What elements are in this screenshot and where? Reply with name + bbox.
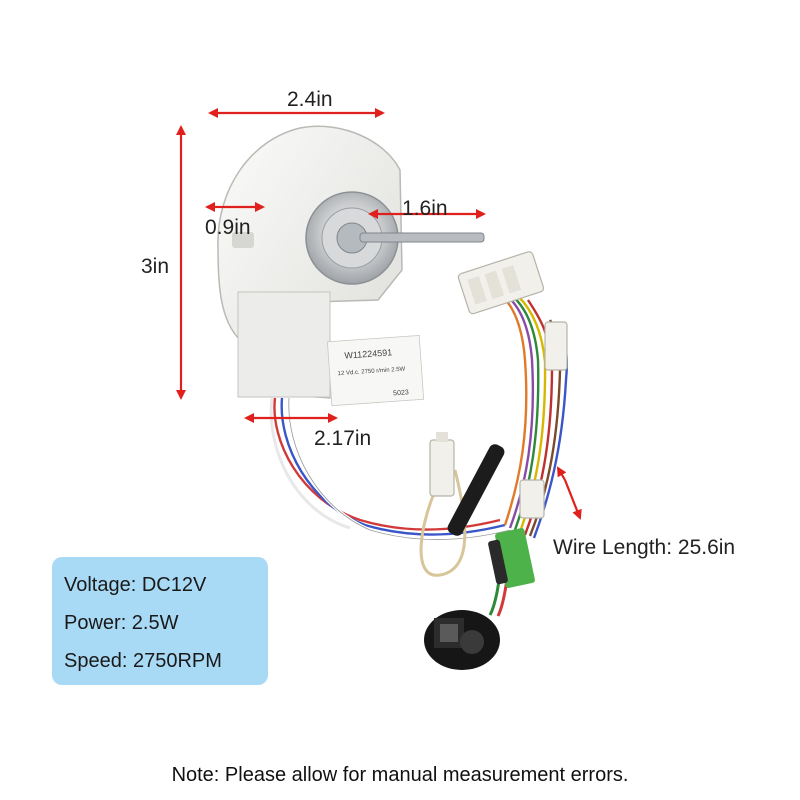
- spec-panel: Voltage: DC12V Power: 2.5W Speed: 2750RP…: [52, 557, 268, 685]
- dimension-arrows: [176, 108, 582, 520]
- motor-label-sticker: W11224591 12 Vd.c. 2750 r/min 2.5W 5023: [326, 334, 425, 407]
- wire-length-label: Wire Length: 25.6in: [553, 536, 736, 559]
- height-label: 3in: [141, 255, 170, 278]
- shaft-length-label: 1.6in: [402, 197, 448, 220]
- small-connector-right: [519, 479, 545, 519]
- speed-spec: Speed: 2750RPM: [64, 650, 222, 672]
- motor-part-number: W11224591: [344, 347, 392, 360]
- small-connector-left: [429, 432, 455, 497]
- power-spec: Power: 2.5W: [64, 612, 179, 634]
- voltage-spec: Voltage: DC12V: [64, 574, 207, 596]
- motor-code: 5023: [393, 389, 409, 397]
- main-connector: [457, 251, 545, 315]
- heat-shrink-sleeve: [447, 444, 505, 536]
- side-connector: [544, 321, 568, 371]
- wire-length-arrow: [556, 466, 567, 481]
- hub-offset-label: 0.9in: [205, 216, 251, 239]
- base-width-label: 2.17in: [314, 427, 372, 450]
- motor-ratings: 12 Vd.c. 2750 r/min 2.5W: [337, 366, 405, 377]
- width-top-label: 2.4in: [287, 88, 333, 111]
- motor-shaft: [359, 232, 485, 243]
- thermal-sensor: [424, 610, 500, 670]
- measurement-note: Note: Please allow for manual measuremen…: [171, 764, 629, 786]
